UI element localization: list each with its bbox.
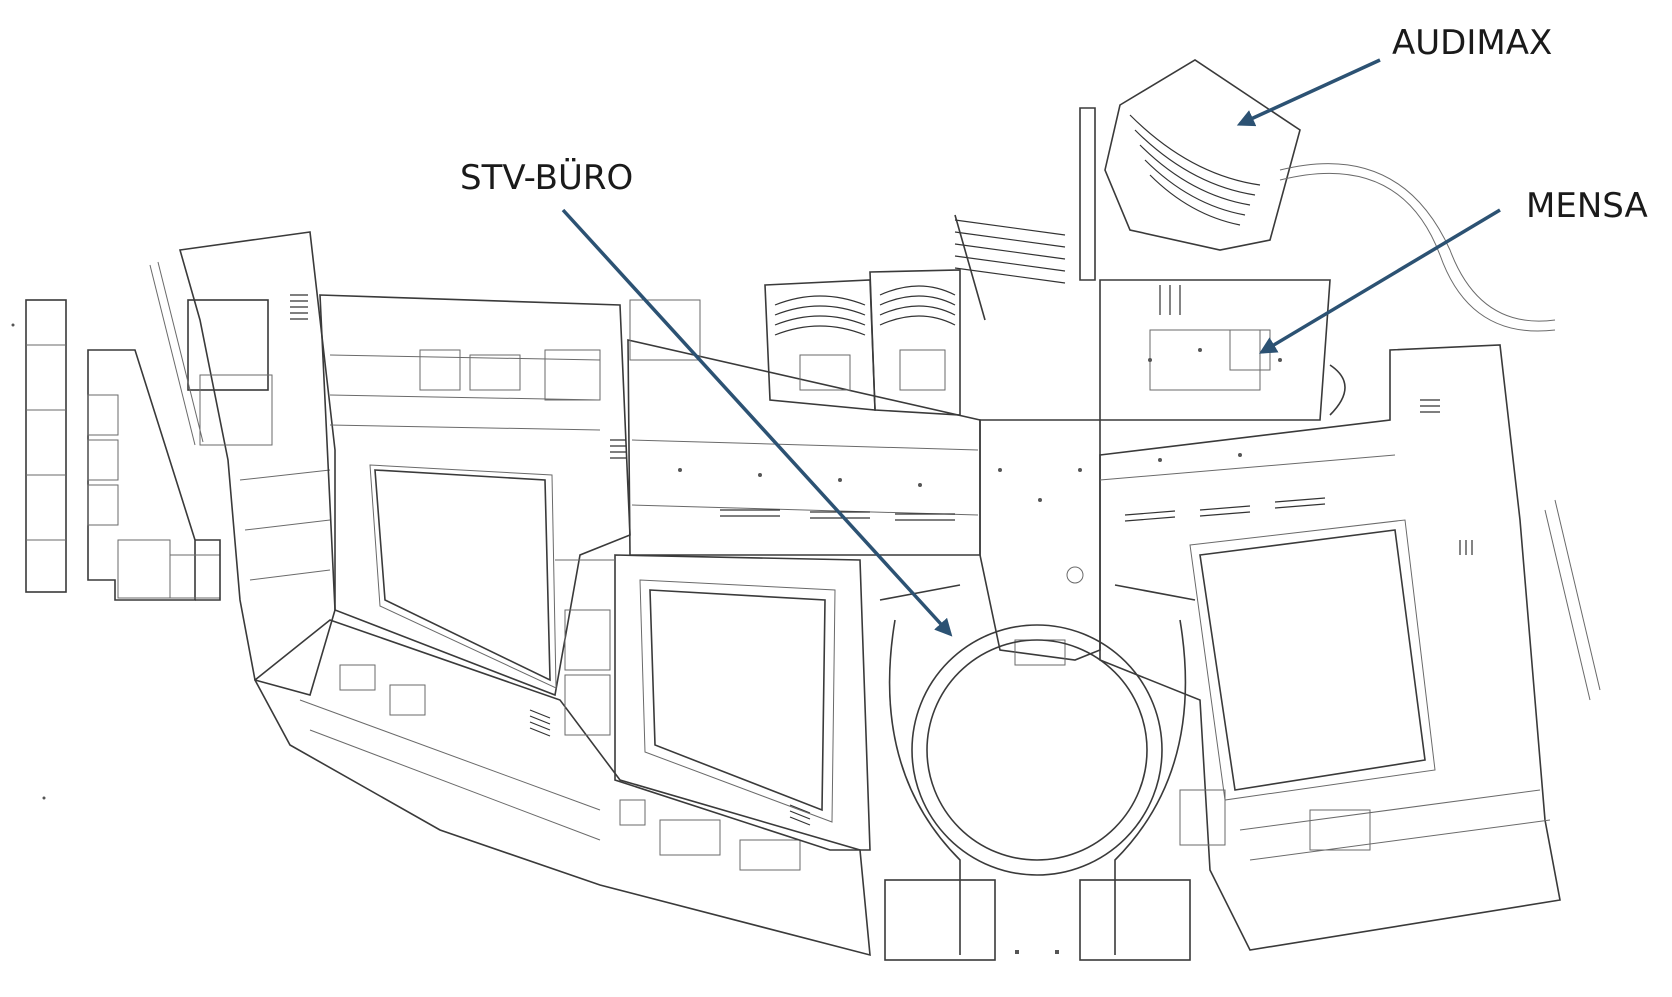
- north-west-block: [319, 294, 631, 697]
- east-block: [1099, 344, 1601, 951]
- audimax-building: [1079, 59, 1556, 332]
- mensa-building: [1099, 279, 1346, 421]
- lecture-halls-north: [764, 214, 1066, 416]
- arrow-to-mensa: [1258, 208, 1501, 354]
- column-dots: [11, 323, 1282, 800]
- arrow-to-audimax: [1236, 58, 1381, 127]
- label-stv-buero: STV-BÜRO: [460, 158, 634, 198]
- label-mensa: MENSA: [1526, 186, 1648, 226]
- pointer-arrows: [561, 58, 1501, 637]
- left-annex-building: [25, 299, 221, 601]
- central-west-block: [555, 554, 871, 851]
- arrow-to-stv-buero: [561, 208, 953, 637]
- west-wing: [149, 231, 336, 696]
- central-hall-rotunda: [879, 419, 1196, 961]
- label-audimax: AUDIMAX: [1392, 23, 1553, 63]
- south-west-wing: [253, 619, 871, 957]
